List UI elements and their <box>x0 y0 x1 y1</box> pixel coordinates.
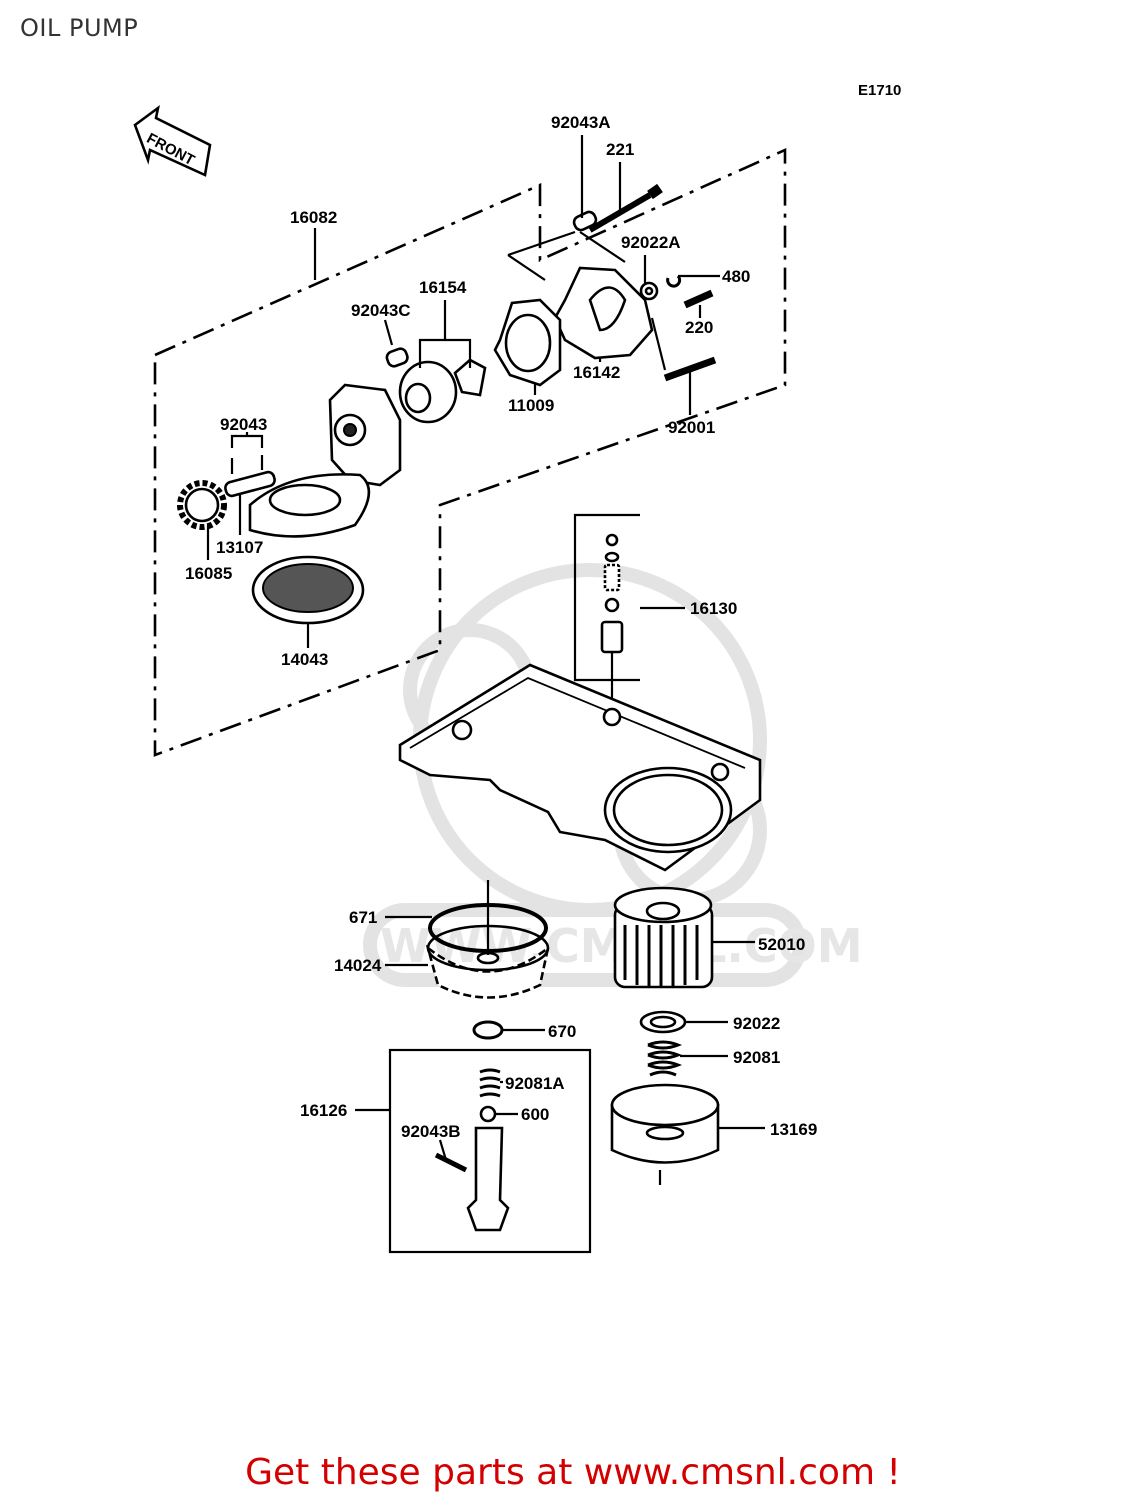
relief-valve-16130 <box>573 513 640 700</box>
footer-link[interactable]: Get these parts at www.cmsnl.com ! <box>245 1452 901 1493</box>
washer-92022 <box>639 1010 687 1034</box>
label-92022A: 92022A <box>621 233 681 252</box>
page-title: OIL PUMP <box>20 14 139 42</box>
dowel-92043C <box>385 347 409 368</box>
strainer-14043 <box>251 555 365 625</box>
label-480: 480 <box>722 267 750 286</box>
label-220: 220 <box>685 318 713 337</box>
diagram-code: E1710 <box>858 82 901 99</box>
spring-92081 <box>647 1040 683 1077</box>
front-arrow-icon: FRONT <box>133 104 212 177</box>
shaft-13107 <box>224 470 276 498</box>
label-14024: 14024 <box>334 956 382 975</box>
gasket-11009 <box>493 298 562 387</box>
oil-pan <box>398 663 762 872</box>
label-52010: 52010 <box>758 935 805 954</box>
pump-cover-16142 <box>553 266 654 360</box>
label-671: 671 <box>349 908 377 927</box>
label-221: 221 <box>606 140 634 159</box>
pump-body <box>248 383 402 538</box>
label-16142: 16142 <box>573 363 620 382</box>
label-11009: 11009 <box>508 396 554 415</box>
label-92081: 92081 <box>733 1048 780 1067</box>
label-92043A: 92043A <box>551 113 611 132</box>
bolt-220 <box>683 289 714 309</box>
washer-92022A <box>639 281 659 301</box>
bolt-92001 <box>663 356 717 382</box>
label-13107: 13107 <box>216 538 263 557</box>
label-16085: 16085 <box>185 564 232 583</box>
label-16154: 16154 <box>419 278 467 297</box>
filter-element-52010 <box>613 886 714 989</box>
callout-labels: 92043A 221 92022A 480 16082 16154 92043C… <box>185 113 817 1141</box>
label-16126: 16126 <box>300 1101 347 1120</box>
pump-assembly-outline <box>153 147 787 757</box>
label-92043: 92043 <box>220 415 267 434</box>
sprocket-16085 <box>177 480 227 530</box>
label-670: 670 <box>548 1022 576 1041</box>
label-92043B: 92043B <box>401 1122 461 1141</box>
label-92022: 92022 <box>733 1014 780 1033</box>
bypass-valve-16126 <box>388 1048 592 1254</box>
filter-case-13169 <box>610 1083 720 1185</box>
label-92043C: 92043C <box>351 301 411 320</box>
label-13169: 13169 <box>770 1120 817 1139</box>
oring-670 <box>472 1020 504 1040</box>
filter-cover-14024 <box>425 880 551 999</box>
label-16130: 16130 <box>690 599 737 618</box>
circlip-480 <box>666 274 682 288</box>
label-600: 600 <box>521 1105 549 1124</box>
label-92001: 92001 <box>668 418 715 437</box>
leader-lines <box>206 135 765 1161</box>
label-92081A: 92081A <box>505 1074 565 1093</box>
pins-92043 <box>230 455 264 474</box>
label-14043: 14043 <box>281 650 328 669</box>
rotor-set-16154 <box>398 358 487 424</box>
label-16082: 16082 <box>290 208 337 227</box>
bolt-221 <box>588 183 663 233</box>
